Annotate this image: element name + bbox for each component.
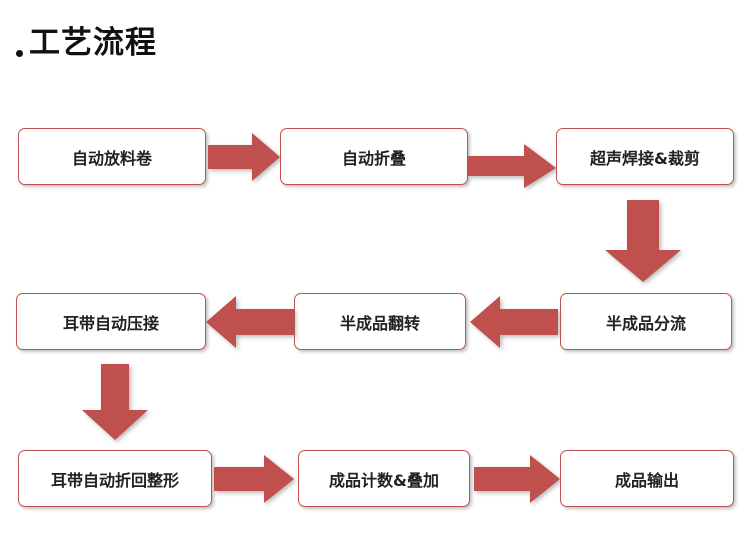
flow-box-step-9[interactable]: 成品输出	[560, 450, 734, 507]
flow-box-label: 半成品翻转	[339, 313, 420, 333]
flow-box-step-2[interactable]: 自动折叠	[280, 128, 468, 185]
flow-arrow-left-2	[206, 296, 294, 348]
flow-arrow-right-2	[468, 118, 556, 188]
flow-box-label: 自动放料卷	[71, 148, 152, 168]
flow-box-label: 耳带自动压接	[62, 313, 159, 333]
flow-box-label: 耳带自动折回整形	[50, 470, 179, 490]
flow-box-label: 成品输出	[614, 470, 679, 490]
title-text: 工艺流程	[29, 25, 157, 61]
flow-arrow-right-3	[214, 455, 294, 503]
flow-box-step-1[interactable]: 自动放料卷	[18, 128, 206, 185]
title-bullet-icon	[16, 50, 23, 57]
flow-box-step-4[interactable]: 半成品分流	[560, 293, 732, 350]
flow-arrow-right-4	[474, 455, 560, 503]
flow-box-label: 超声焊接&裁剪	[590, 148, 700, 168]
flow-arrow-down-2	[82, 364, 148, 440]
flow-box-step-5[interactable]: 半成品翻转	[294, 293, 466, 350]
flow-arrow-down-1	[605, 200, 681, 282]
flow-box-step-7[interactable]: 耳带自动折回整形	[18, 450, 212, 507]
page-title: 工艺流程	[16, 28, 157, 59]
flow-arrow-left-1	[470, 296, 558, 348]
flow-arrow-right-1	[208, 133, 280, 181]
flow-box-step-3[interactable]: 超声焊接&裁剪	[556, 128, 734, 185]
flow-box-step-6[interactable]: 耳带自动压接	[16, 293, 206, 350]
flow-box-label: 成品计数&叠加	[329, 470, 439, 490]
flow-box-label: 自动折叠	[341, 148, 406, 168]
flow-box-label: 半成品分流	[605, 313, 686, 333]
flow-box-step-8[interactable]: 成品计数&叠加	[298, 450, 470, 507]
